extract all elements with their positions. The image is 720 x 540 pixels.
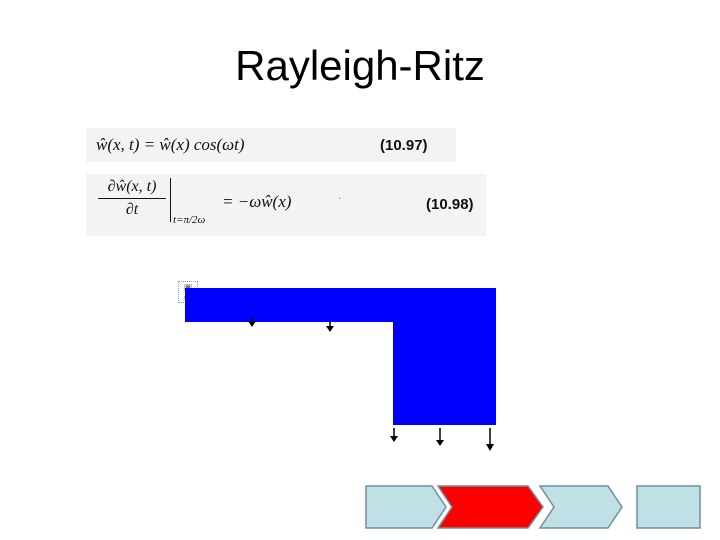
equation-10-98: ∂ŵ(x, t) ∂t t=π/2ω = −ωŵ(x) · (10.98) [86, 174, 486, 236]
evaluation-bar [170, 178, 171, 222]
fraction-bar [98, 198, 166, 199]
equation-10-98-numerator: ∂ŵ(x, t) [107, 178, 157, 195]
equation-10-97: ŵ(x, t) = ŵ(x) cos(ωt) (10.97) [86, 128, 456, 162]
nav-step-2[interactable] [436, 485, 544, 529]
equation-10-98-number: (10.98) [426, 196, 474, 213]
equation-10-97-expression: ŵ(x, t) = ŵ(x) cos(ωt) [96, 135, 245, 154]
equation-10-98-denominator: ∂t [125, 201, 139, 218]
arrow-down-icon [436, 428, 444, 446]
nav-step-3[interactable] [538, 485, 623, 529]
bottom-load-arrows [390, 428, 494, 451]
arrow-down-icon [486, 428, 494, 451]
top-load-arrows [248, 318, 334, 332]
equation-10-98-fraction: ∂ŵ(x, t) ∂t [98, 178, 166, 219]
equation-10-98-evaluation-point: t=π/2ω [173, 214, 206, 226]
stray-dot: · [338, 194, 342, 205]
nav-step-1[interactable] [365, 485, 447, 529]
arrow-down-icon [326, 322, 334, 332]
nav-end[interactable] [636, 485, 701, 529]
arrow-down-icon [248, 318, 256, 327]
arrow-down-icon [390, 428, 398, 442]
equation-10-98-rhs: = −ωŵ(x) [222, 192, 292, 211]
equation-10-97-number: (10.97) [380, 137, 428, 154]
slide-title: Rayleigh-Ritz [235, 42, 485, 89]
l-shaped-beam [185, 288, 496, 425]
